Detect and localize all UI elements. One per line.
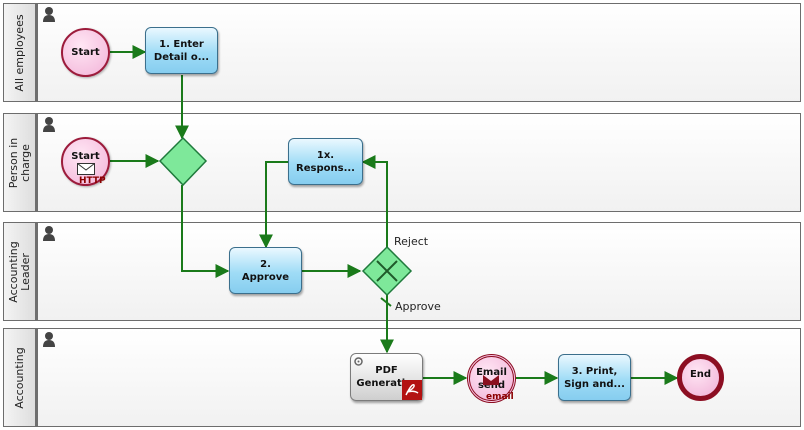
reject-flow-label: Reject (394, 235, 429, 248)
start-event-label: Start (71, 151, 100, 162)
user-icon (43, 226, 55, 241)
task-label: 2. Approve (241, 258, 290, 283)
lane-header: Person in charge (4, 114, 38, 211)
lane-person-in-charge: Person in charge (3, 113, 801, 212)
flow-gateway-to-approve (181, 185, 230, 278)
email-tag: email (486, 392, 514, 402)
task-label: 1x. Respons... (296, 149, 355, 174)
task-label: 3. Print, Sign and... (564, 365, 625, 390)
user-icon (43, 332, 55, 347)
flow-response-to-approve (259, 161, 288, 249)
task-pdf-generation[interactable]: PDF Generati... (350, 353, 423, 401)
pdf-icon (402, 380, 422, 400)
gear-icon (354, 357, 363, 366)
lane-header: Accounting (4, 329, 38, 426)
exclusive-gateway-2 (361, 245, 413, 297)
end-event-label: End (689, 369, 712, 380)
http-tag: HTTP (79, 176, 106, 186)
envelope-icon (483, 375, 499, 385)
default-flow-mark (380, 297, 392, 307)
start-event-http[interactable]: Start (61, 137, 110, 186)
task-label: 1. Enter Detail o... (153, 38, 210, 63)
exclusive-gateway-1 (158, 136, 208, 187)
start-event-label: Start (71, 47, 100, 58)
user-icon (43, 7, 55, 22)
lane-header: Accounting Leader (4, 223, 38, 320)
task-enter-detail[interactable]: 1. Enter Detail o... (145, 27, 218, 74)
email-event-label: Email send (476, 366, 507, 391)
approve-flow-label: Approve (395, 300, 441, 313)
task-approve[interactable]: 2. Approve (229, 247, 302, 294)
envelope-icon (76, 163, 95, 175)
task-response[interactable]: 1x. Respons... (288, 138, 363, 185)
email-send-event[interactable]: Email send (467, 354, 516, 403)
task-label: PDF Generati... (356, 365, 417, 389)
task-print-sign[interactable]: 3. Print, Sign and... (558, 354, 631, 401)
start-event[interactable]: Start (61, 28, 110, 77)
flow-reject-to-response (361, 155, 388, 247)
lane-header: All employees (4, 4, 38, 101)
end-event[interactable]: End (677, 354, 724, 401)
user-icon (43, 117, 55, 132)
